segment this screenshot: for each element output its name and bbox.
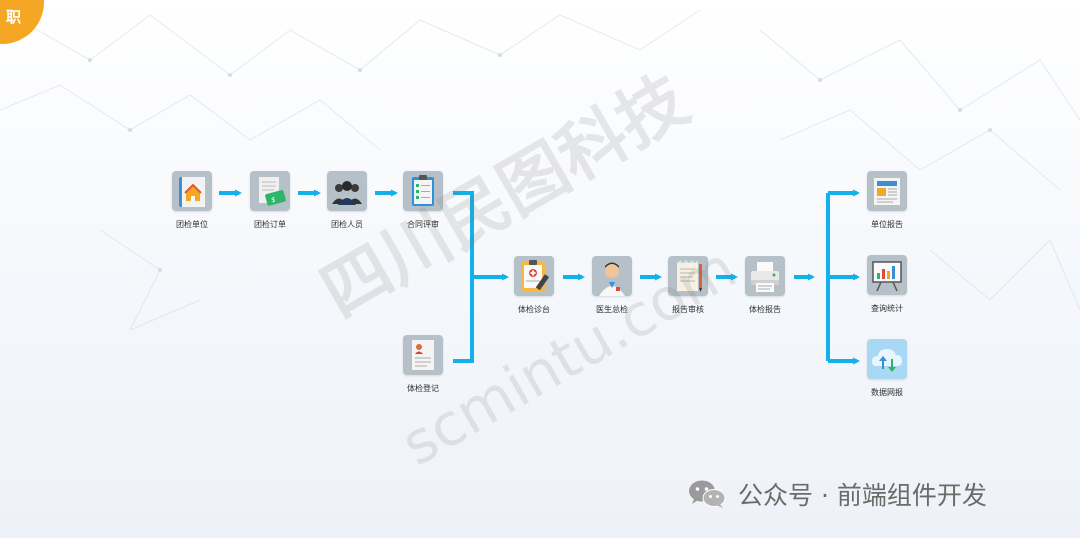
node-contract-label: 合同评审: [407, 220, 439, 229]
node-unit-report: 单位报告: [847, 171, 927, 230]
corner-badge-label: 职: [6, 8, 22, 26]
node-stats: 查询统计: [847, 255, 927, 314]
node-unit-report-label: 单位报告: [871, 220, 903, 229]
folder-home-icon: [172, 171, 212, 211]
node-order-label: 团检订单: [254, 220, 286, 229]
node-register-label: 体检登记: [407, 384, 439, 393]
node-station: 体检诊台: [494, 256, 574, 315]
node-doctor-label: 医生总检: [596, 305, 628, 314]
footer-text: 公众号 · 前端组件开发: [738, 481, 987, 510]
node-report: 体检报告: [725, 256, 805, 315]
notepad-icon: [668, 256, 708, 296]
node-report-label: 体检报告: [749, 305, 781, 314]
cloud-upload-icon: [867, 339, 907, 379]
svg-text:$: $: [271, 196, 275, 204]
people-group-icon: [327, 171, 367, 211]
node-net-report-label: 数据网报: [871, 388, 903, 397]
money-document-icon: $: [250, 171, 290, 211]
person-document-icon: [403, 335, 443, 375]
node-unit-label: 团检单位: [176, 220, 208, 229]
printer-icon: [745, 256, 785, 296]
node-unit: 团检单位: [152, 171, 232, 230]
newspaper-icon: [867, 171, 907, 211]
presentation-chart-icon: [867, 255, 907, 295]
node-audit-label: 报告审核: [672, 305, 704, 314]
node-personnel-label: 团检人员: [331, 220, 363, 229]
node-contract: 合同评审: [383, 171, 463, 230]
node-net-report: 数据网报: [847, 339, 927, 398]
medical-clipboard-icon: [514, 256, 554, 296]
node-stats-label: 查询统计: [871, 304, 903, 313]
doctor-icon: [592, 256, 632, 296]
node-audit: 报告审核: [648, 256, 728, 315]
node-register: 体检登记: [383, 335, 463, 394]
node-personnel: 团检人员: [307, 171, 387, 230]
footer-account: 公众号 · 前端组件开发: [688, 476, 987, 512]
node-order: $ 团检订单: [230, 171, 310, 230]
clipboard-checklist-icon: [403, 171, 443, 211]
wechat-icon: [689, 480, 726, 508]
node-station-label: 体检诊台: [518, 305, 550, 314]
node-doctor: 医生总检: [572, 256, 652, 315]
